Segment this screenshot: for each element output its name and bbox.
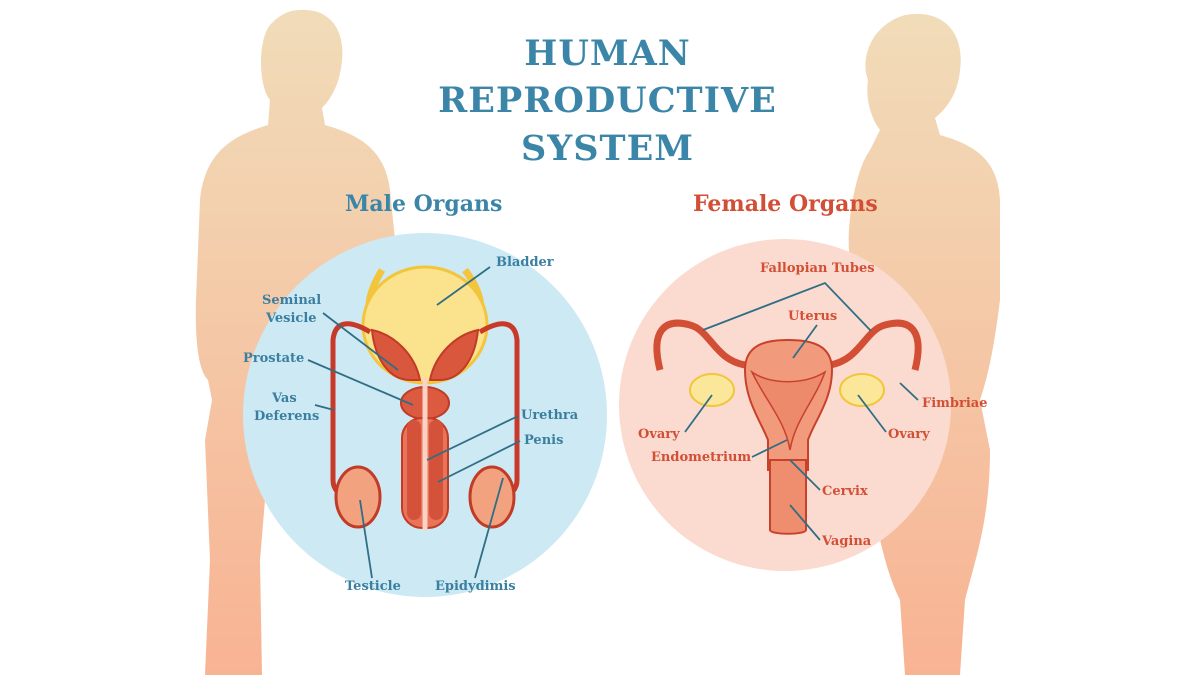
title-line-2: REPRODUCTIVE xyxy=(438,80,777,121)
label-prostate: Prostate xyxy=(243,351,305,366)
label-vagina: Vagina xyxy=(822,534,872,549)
title-line-1: HUMAN xyxy=(524,33,691,74)
label-ovary-left: Ovary xyxy=(638,427,680,442)
endometrium xyxy=(750,369,827,451)
vagina xyxy=(769,459,807,535)
ovary-right xyxy=(839,373,885,407)
label-vas-deferens-2: Deferens xyxy=(254,409,320,424)
label-seminal-vesicle-1: Seminal xyxy=(262,293,322,308)
label-seminal-vesicle-2: Vesicle xyxy=(266,311,317,326)
label-urethra: Urethra xyxy=(521,408,579,423)
label-bladder: Bladder xyxy=(496,255,554,270)
label-endometrium: Endometrium xyxy=(651,450,752,465)
male-organs-heading: Male Organs xyxy=(345,191,503,217)
label-penis: Penis xyxy=(524,433,564,448)
label-vas-deferens-1: Vas xyxy=(272,391,297,406)
label-ovary-right: Ovary xyxy=(888,427,930,442)
female-organs xyxy=(653,319,922,535)
bladder xyxy=(361,265,489,385)
ovary-left xyxy=(689,373,735,407)
leader-lines xyxy=(307,266,919,579)
label-fallopian-tubes: Fallopian Tubes xyxy=(760,261,875,276)
label-testicle: Testicle xyxy=(345,579,401,594)
label-epidydimis: Epidydimis xyxy=(435,579,516,594)
label-uterus: Uterus xyxy=(788,309,838,324)
female-organs-heading: Female Organs xyxy=(693,191,878,217)
title-line-3: SYSTEM xyxy=(520,128,694,169)
fallopian-tube-right xyxy=(829,319,922,371)
label-fimbriae: Fimbriae xyxy=(922,396,988,411)
testicle-left xyxy=(334,465,382,529)
testicle-right xyxy=(468,465,516,529)
fallopian-tube-left xyxy=(653,319,746,371)
female-silhouette xyxy=(848,13,1000,675)
label-cervix: Cervix xyxy=(822,484,868,499)
